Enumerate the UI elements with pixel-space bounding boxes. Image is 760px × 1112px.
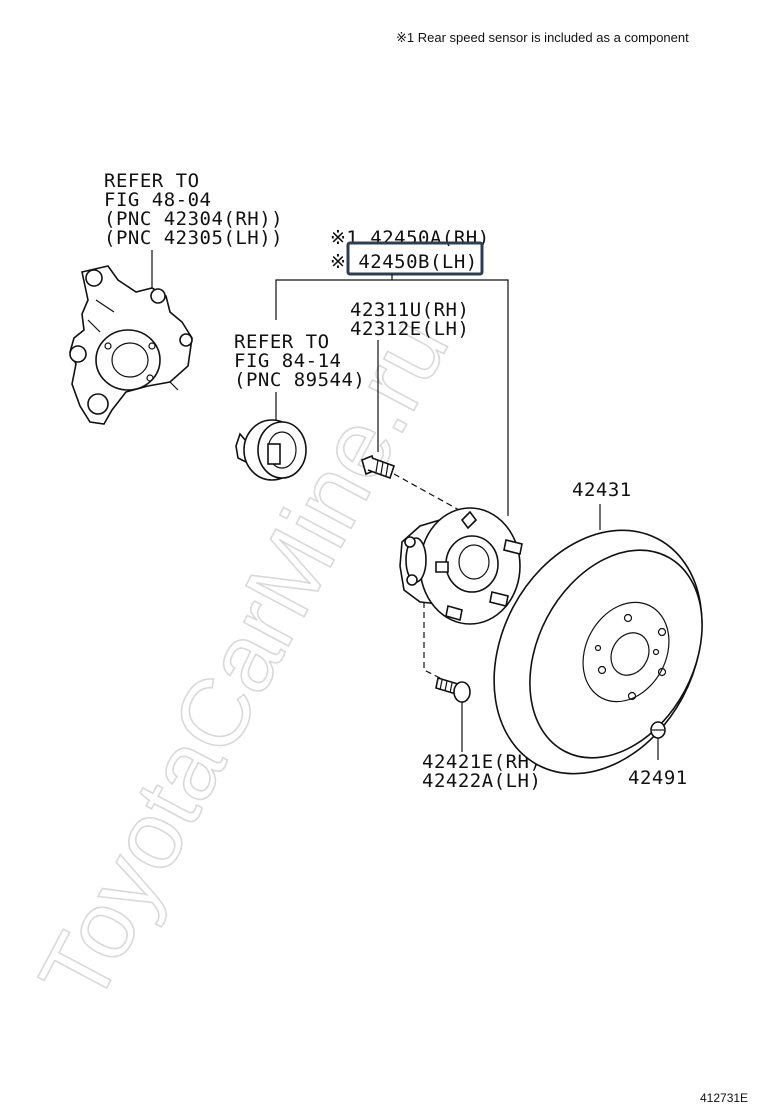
disc-screw-label[interactable]: 42491 bbox=[628, 767, 688, 789]
mounting-bolt-guide bbox=[423, 602, 441, 679]
hub-bolt[interactable] bbox=[361, 454, 396, 480]
mounting-bolt-labels[interactable]: 42421E(RH) 42422A(LH) bbox=[422, 751, 541, 792]
hub-assembly-rh: ※1 42450A(RH) bbox=[330, 227, 490, 249]
sensor-ref-line2: FIG 84-14 bbox=[234, 350, 341, 372]
speed-sensor[interactable] bbox=[235, 419, 307, 481]
mounting-bolt-rh: 42421E(RH) bbox=[422, 751, 541, 773]
sensor-ref-line1: REFER TO bbox=[234, 331, 330, 353]
disc-screw[interactable] bbox=[650, 721, 666, 739]
selected-part-highlight bbox=[346, 241, 484, 276]
sensor-ref-line3: (PNC 89544) bbox=[234, 369, 365, 391]
brake-disc[interactable] bbox=[453, 494, 743, 810]
steering-knuckle[interactable] bbox=[69, 265, 193, 425]
hub-assembly-lh: ※ 42450B(LH) bbox=[330, 251, 478, 273]
component-note: ※1 Rear speed sensor is included as a co… bbox=[396, 30, 689, 45]
hub-assembly-labels[interactable]: ※1 42450A(RH) ※ 42450B(LH) bbox=[327, 227, 495, 278]
hub-bearing-assembly[interactable] bbox=[399, 507, 523, 625]
mounting-bolt-lh: 42422A(LH) bbox=[422, 770, 541, 792]
hub-bolt-lh: 42312E(LH) bbox=[350, 318, 469, 340]
knuckle-reference[interactable]: REFER TO FIG 48-04 (PNC 42304(RH)) (PNC … bbox=[104, 170, 283, 249]
knuckle-ref-line3: (PNC 42304(RH)) bbox=[104, 208, 283, 230]
disc-label[interactable]: 42431 bbox=[572, 479, 632, 501]
knuckle-ref-line4: (PNC 42305(LH)) bbox=[104, 227, 283, 249]
knuckle-ref-line1: REFER TO bbox=[104, 170, 200, 192]
mounting-bolt[interactable] bbox=[435, 676, 471, 703]
hub-bolt-labels[interactable]: 42311U(RH) 42312E(LH) bbox=[350, 299, 469, 340]
hub-bolt-rh: 42311U(RH) bbox=[350, 299, 469, 321]
knuckle-ref-line2: FIG 48-04 bbox=[104, 189, 211, 211]
figure-code: 412731E bbox=[700, 1091, 748, 1105]
sensor-reference[interactable]: REFER TO FIG 84-14 (PNC 89544) bbox=[234, 331, 365, 391]
